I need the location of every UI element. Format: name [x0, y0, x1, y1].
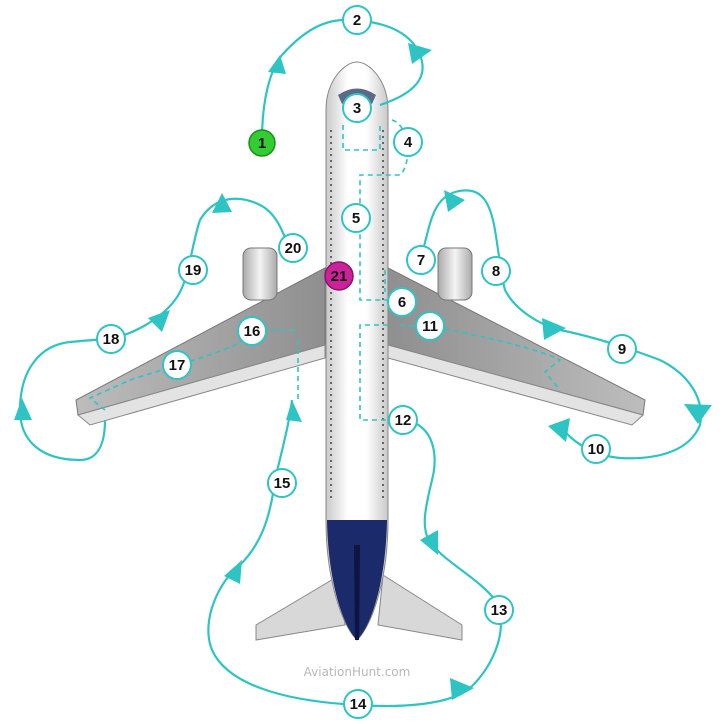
step-marker: 18: [96, 324, 126, 354]
arrow-icon: [542, 318, 566, 340]
step-marker: 2: [342, 5, 372, 35]
step-marker: 20: [278, 233, 308, 263]
left-wing-flaps: [76, 344, 326, 426]
step-label: 20: [285, 240, 302, 257]
step-marker: 4: [393, 127, 423, 157]
step-label: 10: [588, 441, 605, 458]
step-marker: 17: [162, 350, 192, 380]
arrow-icon: [14, 398, 32, 420]
step-label: 19: [185, 262, 202, 279]
walkaround-path: [18, 18, 703, 708]
step-marker: 9: [607, 334, 637, 364]
step-label: 3: [353, 100, 361, 117]
step-label: 15: [274, 475, 291, 492]
step-marker: 7: [406, 245, 436, 275]
vertical-fin: [354, 545, 360, 640]
step-marker: 19: [178, 255, 208, 285]
step-label: 5: [352, 210, 360, 227]
arrow-icon: [286, 400, 302, 422]
step-marker: 1: [248, 129, 276, 157]
watermark: AviationHunt.com: [304, 665, 411, 679]
step-marker: 16: [237, 316, 267, 346]
step-label: 12: [395, 412, 412, 429]
fuselage: [325, 61, 389, 641]
step-label: 4: [404, 134, 413, 151]
step-label: 17: [169, 357, 186, 374]
step-marker: 14: [343, 689, 373, 719]
arrow-icon: [224, 560, 242, 584]
step-label: 8: [492, 263, 500, 280]
step-label: 6: [398, 294, 406, 311]
direction-arrows: [14, 43, 712, 700]
step-marker: 12: [388, 405, 418, 435]
step-label: 9: [618, 341, 626, 358]
step-label: 18: [103, 331, 120, 348]
step-marker: 3: [342, 93, 372, 123]
right-stabilizer: [377, 574, 463, 641]
step-marker: 15: [267, 468, 297, 498]
arrow-icon: [684, 404, 712, 424]
step-label: 7: [417, 252, 425, 269]
step-marker: 5: [341, 203, 371, 233]
step-label: 14: [350, 696, 367, 713]
aircraft: [75, 61, 646, 641]
dashed-routes: [88, 119, 562, 421]
left-stabilizer: [255, 574, 346, 641]
arrow-icon: [450, 678, 474, 700]
step-label: 13: [491, 602, 508, 619]
step-marker: 8: [481, 256, 511, 286]
step-marker: 21: [324, 261, 354, 291]
arrow-icon: [268, 55, 286, 74]
step-marker: 11: [415, 311, 445, 341]
step-markers: 1 2 3 4 5 6 7 8: [96, 5, 637, 719]
arrow-icon: [420, 530, 438, 555]
arrow-icon: [148, 310, 170, 332]
step-label: 1: [258, 135, 266, 152]
step-label: 21: [331, 268, 348, 285]
right-engine: [437, 247, 473, 301]
step-marker: 13: [484, 595, 514, 625]
step-label: 16: [244, 323, 261, 340]
step-marker: 6: [387, 287, 417, 317]
step-marker: 10: [581, 434, 611, 464]
arrow-icon: [548, 418, 570, 442]
arrow-icon: [444, 190, 465, 212]
arrow-icon: [212, 193, 232, 213]
arrow-icon: [408, 43, 432, 64]
step-label: 2: [353, 12, 361, 29]
left-engine: [242, 247, 278, 301]
step-label: 11: [422, 318, 438, 335]
